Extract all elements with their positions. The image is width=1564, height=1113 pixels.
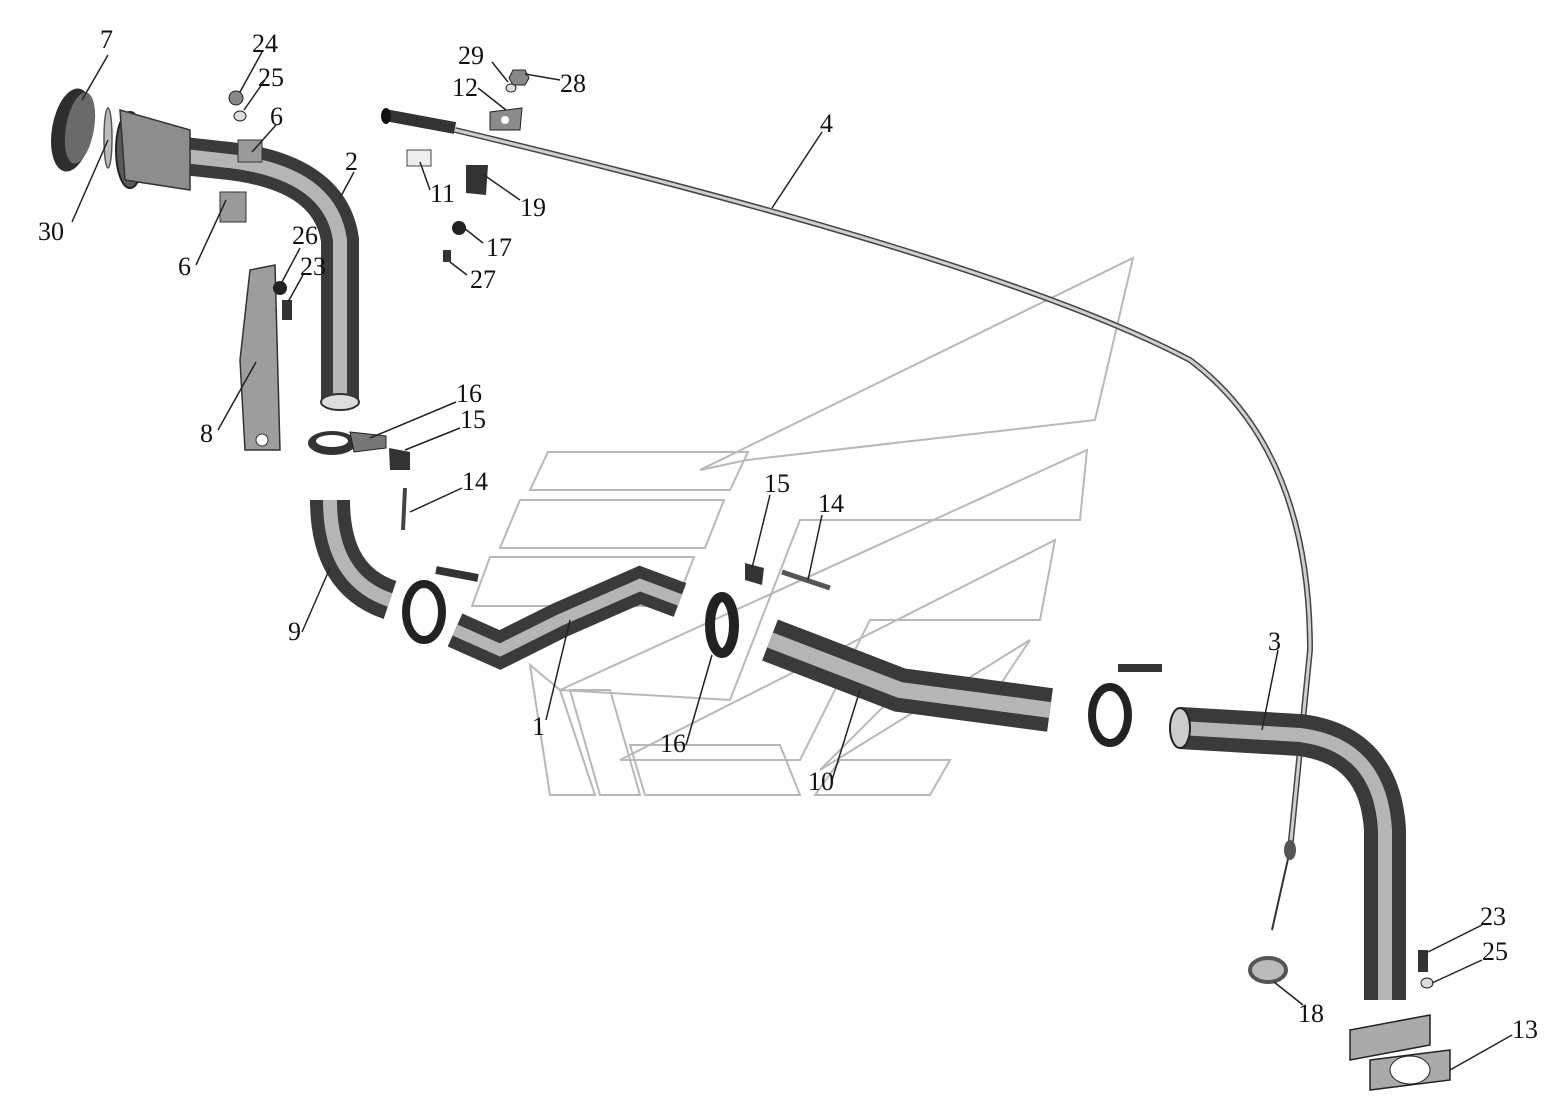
clamp-part-near-3 bbox=[1088, 664, 1162, 747]
pipe-part-1 bbox=[447, 565, 687, 670]
callout-23-top: 23 bbox=[300, 252, 326, 281]
callout-10: 10 bbox=[808, 767, 834, 796]
callout-30: 30 bbox=[38, 217, 64, 246]
callout-27: 27 bbox=[470, 265, 496, 294]
callout-4: 4 bbox=[820, 109, 833, 138]
callout-19: 19 bbox=[520, 193, 546, 222]
callout-28: 28 bbox=[560, 69, 586, 98]
washer-part-25-bottom bbox=[1420, 977, 1434, 989]
callout-6-top: 6 bbox=[270, 102, 283, 131]
washer-part-29 bbox=[505, 83, 517, 93]
clamp-part-19 bbox=[466, 165, 488, 195]
callout-12: 12 bbox=[452, 73, 478, 102]
washer-part-26 bbox=[273, 281, 287, 295]
sleeve-part-11 bbox=[406, 149, 432, 167]
callout-9: 9 bbox=[288, 617, 301, 646]
callout-3: 3 bbox=[1268, 627, 1281, 656]
callout-labels: 7 30 24 25 6 6 2 26 23 8 29 12 28 11 19 … bbox=[38, 25, 1538, 1044]
leader-lines bbox=[71, 51, 1513, 1071]
callout-25-bottom: 25 bbox=[1482, 937, 1508, 966]
pin-part-14-lower bbox=[781, 569, 831, 591]
pin-part-14-upper bbox=[401, 487, 407, 531]
support-bracket-part-8 bbox=[239, 264, 281, 451]
callout-13: 13 bbox=[1512, 1015, 1538, 1044]
nut-part-28 bbox=[508, 69, 530, 86]
callout-25-top: 25 bbox=[258, 63, 284, 92]
fuel-cap-part-7 bbox=[50, 88, 96, 172]
callout-29: 29 bbox=[458, 41, 484, 70]
callout-18: 18 bbox=[1298, 999, 1324, 1028]
bolt-part-23-top bbox=[282, 300, 292, 320]
callout-16-upper: 16 bbox=[456, 379, 482, 408]
clip-part-15-lower bbox=[745, 563, 764, 585]
gauge-cable-part-4 bbox=[381, 108, 1314, 931]
outlet-pipe-part-3 bbox=[1169, 707, 1406, 1000]
callout-2: 2 bbox=[345, 147, 358, 176]
callout-11: 11 bbox=[430, 179, 455, 208]
callout-7: 7 bbox=[100, 25, 113, 54]
bolt-part-23-bottom bbox=[1418, 950, 1428, 972]
gasket-part-30 bbox=[103, 107, 113, 169]
bracket-part-6-bottom bbox=[219, 191, 247, 223]
filler-neck-part-2 bbox=[115, 108, 360, 411]
callout-15-lower: 15 bbox=[764, 469, 790, 498]
pipe-part-10 bbox=[762, 619, 1053, 732]
washer-part-17 bbox=[452, 221, 466, 235]
clamp-part-near-9 bbox=[402, 566, 479, 644]
callout-15-upper: 15 bbox=[460, 405, 486, 434]
callout-16-lower: 16 bbox=[660, 729, 686, 758]
callout-23-bottom: 23 bbox=[1480, 902, 1506, 931]
callout-8: 8 bbox=[200, 419, 213, 448]
watermark-logo bbox=[470, 256, 1135, 796]
callout-14-upper: 14 bbox=[462, 467, 488, 496]
bracket-part-6-top bbox=[237, 139, 263, 163]
callout-6-bottom: 6 bbox=[178, 252, 191, 281]
callout-26: 26 bbox=[292, 221, 318, 250]
callout-24: 24 bbox=[252, 29, 278, 58]
callout-1: 1 bbox=[532, 712, 545, 741]
clamp-part-16-lower bbox=[705, 592, 739, 658]
hose-part-9 bbox=[310, 499, 398, 619]
screw-part-27 bbox=[443, 250, 451, 262]
gasket-part-18 bbox=[1248, 956, 1288, 984]
clamp-part-16-upper bbox=[308, 431, 387, 455]
callout-17: 17 bbox=[486, 233, 512, 262]
callout-14-lower: 14 bbox=[818, 489, 844, 518]
clip-part-15-upper bbox=[389, 448, 410, 470]
flange-part-13 bbox=[1349, 1014, 1451, 1091]
washer-part-25-top bbox=[233, 110, 247, 122]
nut-part-24 bbox=[228, 90, 244, 106]
